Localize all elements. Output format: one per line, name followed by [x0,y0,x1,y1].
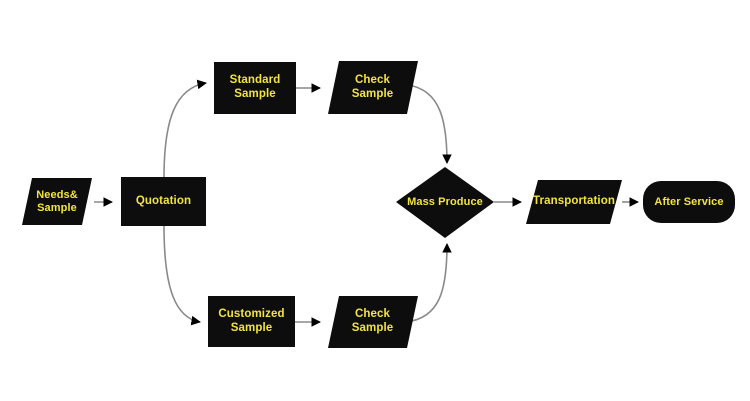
node-needs-sample-shape[interactable] [22,178,92,225]
edge-quotation-to-standard-sample [163,79,207,179]
node-customized-sample-shape[interactable] [208,296,295,347]
node-after-service-shape[interactable] [643,181,735,223]
node-quotation-shape[interactable] [121,177,206,226]
node-check-sample-bottom-shape[interactable] [328,296,418,348]
edge-check-sample-top-to-mass-produce [407,84,452,164]
node-check-sample-top-shape[interactable] [328,61,418,114]
node-standard-sample-shape[interactable] [214,62,296,114]
connectors-layer [94,79,639,327]
edge-check-sample-bottom-to-mass-produce [405,243,452,323]
shapes-layer [22,61,735,348]
node-transportation-shape[interactable] [526,180,622,224]
node-mass-produce-shape[interactable] [396,167,494,238]
edge-quotation-to-customized-sample [163,225,201,326]
